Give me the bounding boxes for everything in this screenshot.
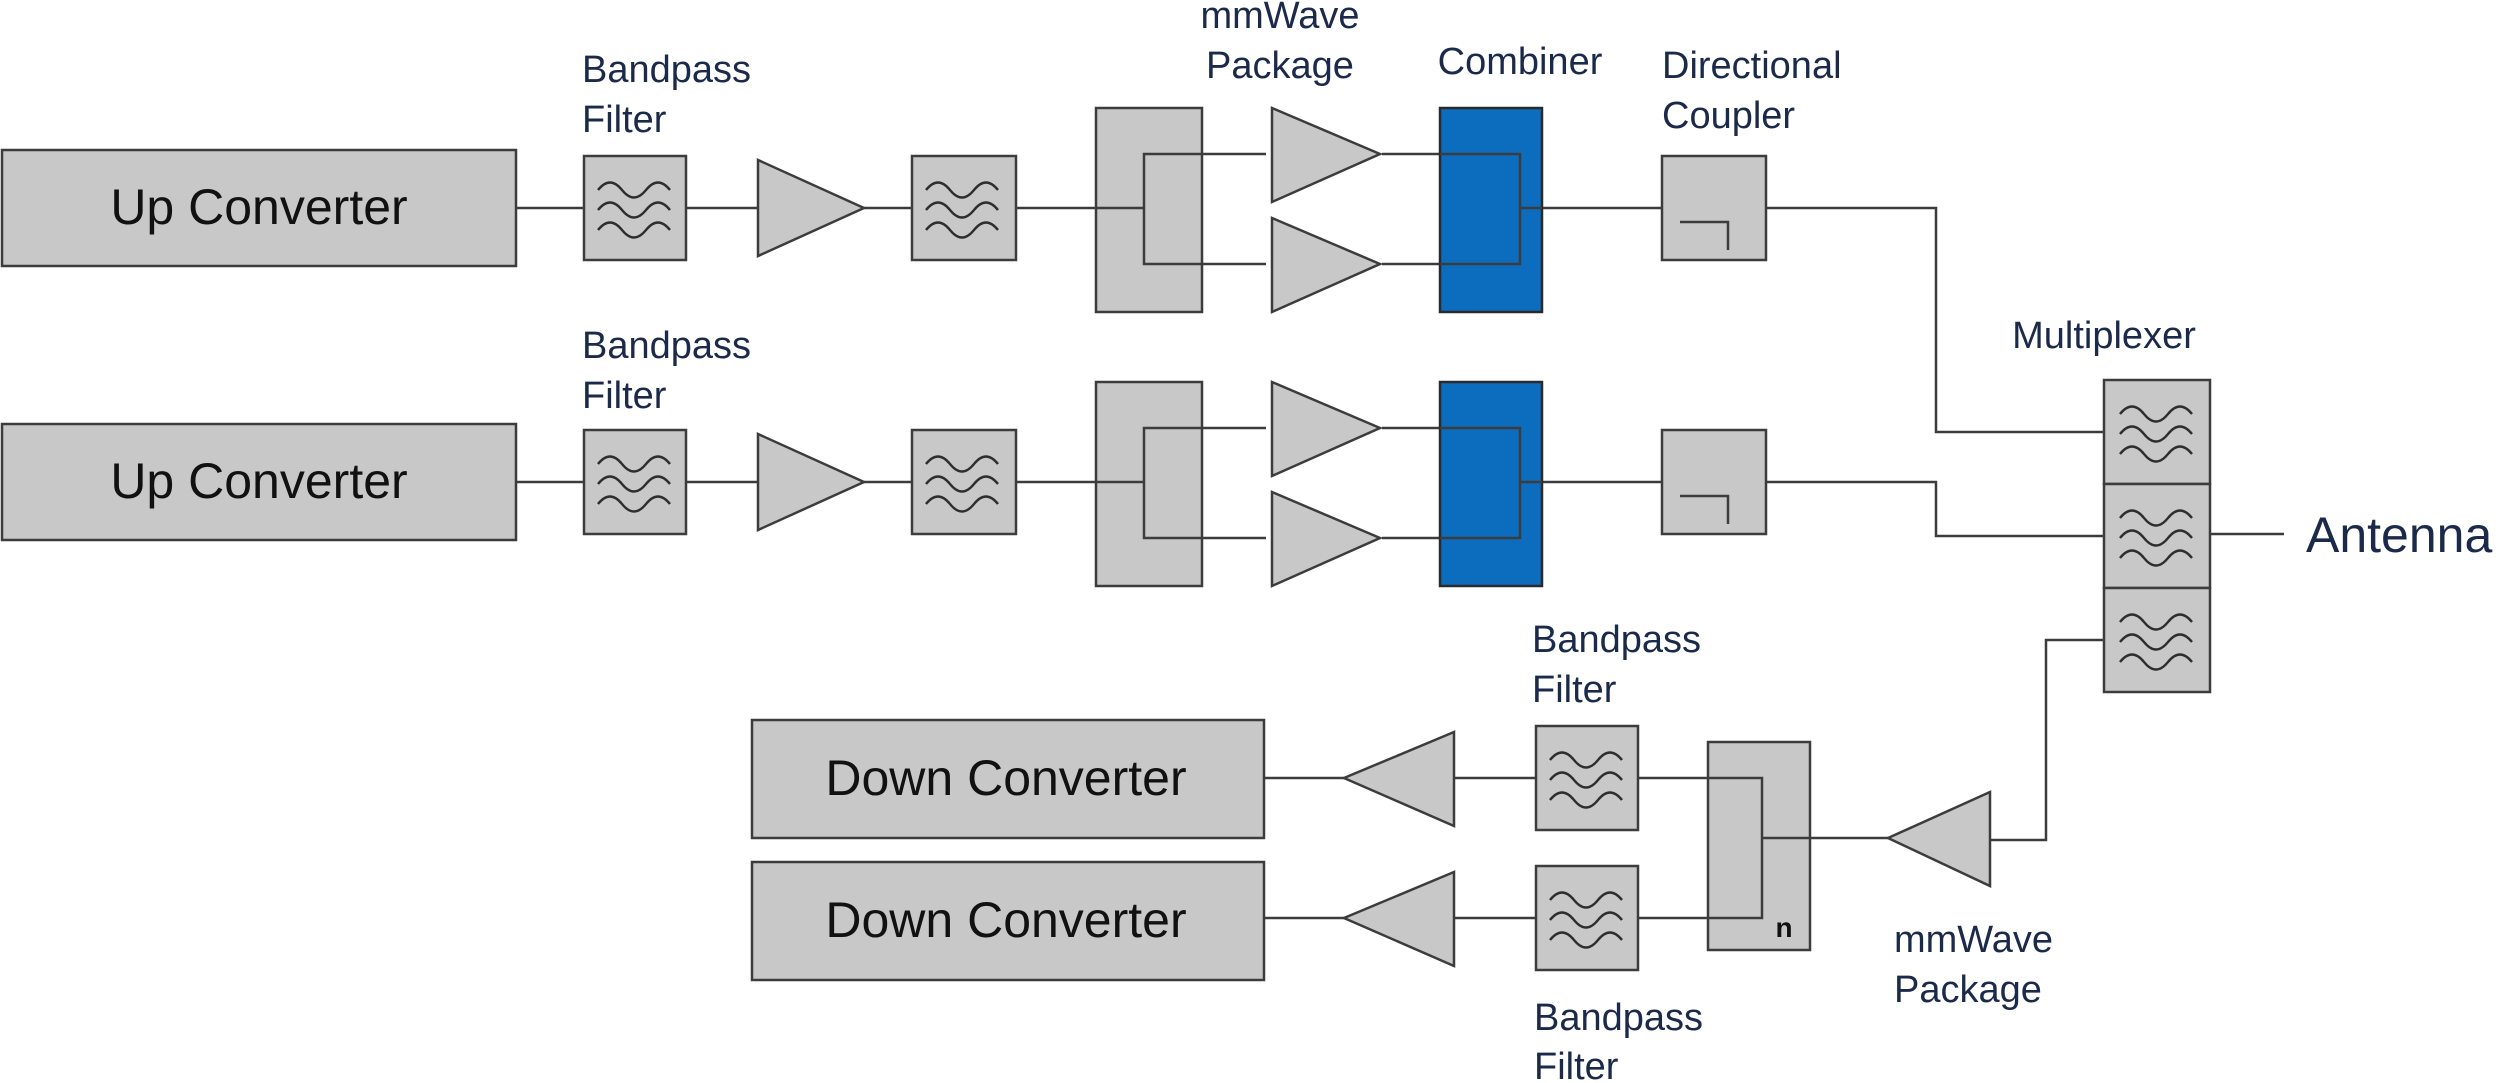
svg-text:Package: Package <box>1894 969 2042 1011</box>
amplifier-triangle-icon <box>1270 380 1384 478</box>
label-bandpass-filter-rx2: Bandpass Filter <box>1534 997 1703 1083</box>
up-converter-1-label: Up Converter <box>110 179 407 235</box>
up-converter-1: Up Converter <box>0 148 518 268</box>
bandpass-filter-icon <box>2102 586 2212 694</box>
amplifier-triangle-icon <box>1270 106 1384 204</box>
label-combiner: Combiner <box>1438 41 1603 83</box>
combiner-1 <box>1438 106 1544 314</box>
bandpass-filter-icon <box>1534 724 1640 832</box>
svg-text:Filter: Filter <box>582 99 667 141</box>
power-splitter-1 <box>1094 106 1204 314</box>
down-converter-1: Down Converter <box>750 718 1266 840</box>
amplifier-triangle-icon <box>1340 730 1456 828</box>
directional-coupler-icon <box>1660 428 1768 536</box>
directional-coupler-icon <box>1660 154 1768 262</box>
down-converter-2: Down Converter <box>750 860 1266 982</box>
label-bandpass-filter-tx2: Bandpass Filter <box>582 325 751 417</box>
bandpass-filter-icon <box>2102 378 2212 486</box>
down-converter-1-label: Down Converter <box>825 750 1186 806</box>
amplifier-triangle-icon <box>1270 490 1384 588</box>
label-mmwave-package-rx: mmWave Package <box>1894 919 2053 1011</box>
svg-text:Bandpass: Bandpass <box>1534 997 1703 1039</box>
amplifier-triangle-icon <box>756 158 868 258</box>
label-multiplexer: Multiplexer <box>2012 315 2196 357</box>
splitter-n-label: n <box>1775 912 1792 943</box>
combiner-2 <box>1438 380 1544 588</box>
amplifier-triangle-icon <box>1885 790 1992 888</box>
bandpass-filter-icon <box>2102 482 2212 590</box>
label-mmwave-package-tx: mmWave Package <box>1200 0 1359 87</box>
label-bandpass-filter-rx1: Bandpass Filter <box>1532 619 1701 711</box>
svg-text:Filter: Filter <box>1532 669 1617 711</box>
down-converter-2-label: Down Converter <box>825 892 1186 948</box>
rx-splitter: n <box>1706 740 1812 952</box>
bandpass-filter-icon <box>582 428 688 536</box>
power-splitter-2 <box>1094 380 1204 588</box>
svg-text:Coupler: Coupler <box>1662 95 1795 137</box>
svg-text:Bandpass: Bandpass <box>582 325 751 367</box>
multiplexer <box>2102 378 2212 694</box>
amplifier-triangle-icon <box>756 432 868 532</box>
svg-text:Bandpass: Bandpass <box>1532 619 1701 661</box>
amplifier-triangle-icon <box>1270 216 1384 314</box>
svg-text:Directional: Directional <box>1662 45 1842 87</box>
label-directional-coupler: Directional Coupler <box>1662 45 1842 137</box>
bandpass-filter-icon <box>582 154 688 262</box>
up-converter-2-label: Up Converter <box>110 453 407 509</box>
label-bandpass-filter-tx1: Bandpass Filter <box>582 49 751 141</box>
svg-text:Package: Package <box>1206 45 1354 87</box>
bandpass-filter-icon <box>910 154 1018 262</box>
svg-text:Filter: Filter <box>582 375 667 417</box>
svg-text:Filter: Filter <box>1534 1046 1619 1083</box>
svg-text:mmWave: mmWave <box>1200 0 1359 37</box>
amplifier-triangle-icon <box>1340 870 1456 968</box>
bandpass-filter-icon <box>1534 864 1640 972</box>
svg-text:mmWave: mmWave <box>1894 919 2053 961</box>
up-converter-2: Up Converter <box>0 422 518 542</box>
label-antenna: Antenna <box>2306 507 2492 563</box>
svg-text:Bandpass: Bandpass <box>582 49 751 91</box>
bandpass-filter-icon <box>910 428 1018 536</box>
